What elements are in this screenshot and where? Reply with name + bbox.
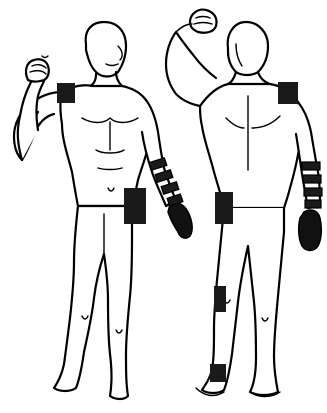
back-forearm-band-3 (304, 188, 322, 196)
front-shoulder-marker (57, 83, 75, 103)
back-raised-hand (190, 10, 217, 33)
back-hip-marker (215, 192, 233, 224)
front-right-hand-marker (168, 202, 192, 238)
back-right-hand-marker (299, 210, 322, 251)
back-ankle-marker (210, 364, 226, 382)
back-forearm-band-1 (302, 162, 320, 170)
back-shoulder-marker (278, 82, 298, 104)
back-figure (166, 10, 322, 397)
back-forearm-band-2 (303, 175, 321, 183)
front-torso (61, 85, 152, 206)
back-forearm-band-4 (305, 200, 321, 208)
front-legs (54, 206, 132, 399)
front-hip-marker (124, 188, 146, 224)
front-figure (14, 22, 192, 399)
back-calf-marker (214, 286, 226, 312)
back-head (228, 22, 268, 75)
